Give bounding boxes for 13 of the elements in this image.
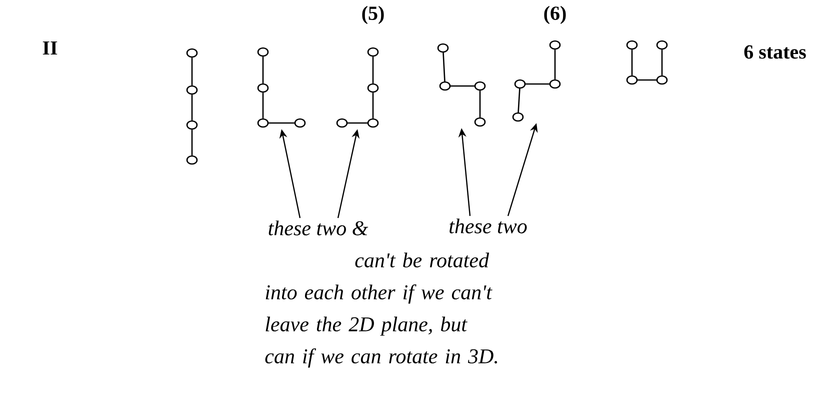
chain-drawing [186, 48, 198, 165]
label: 6 states [744, 45, 806, 59]
chain-drawing [626, 40, 668, 85]
state-number: (5) [362, 6, 384, 24]
chain-drawing [336, 47, 379, 128]
note-text: can't be rotated into each other if we can't leave the 2D plane, but can if we can rotate in 3D. [265, 252, 498, 368]
chain-drawing [257, 47, 306, 128]
note-text: these two [450, 218, 527, 234]
chain-drawing [437, 43, 486, 127]
state-number: (6) [544, 6, 566, 24]
note-text: these two & [268, 220, 368, 236]
label: II [42, 41, 58, 55]
chain-drawing [512, 40, 561, 122]
